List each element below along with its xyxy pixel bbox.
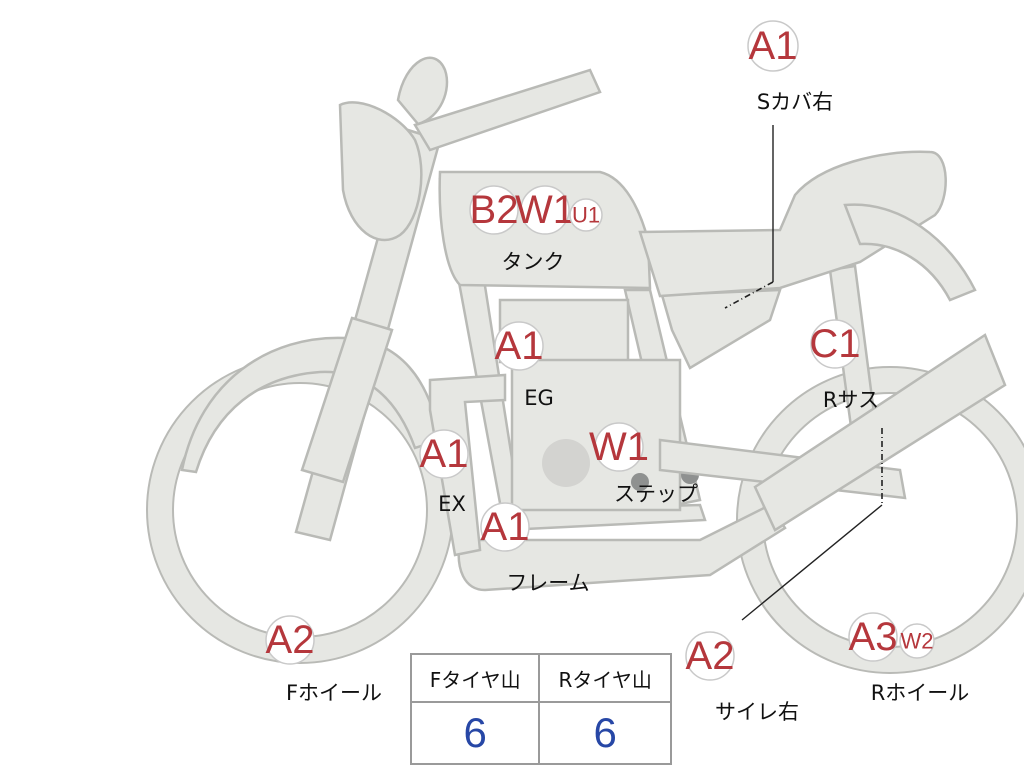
badge-tank-u1: U1	[569, 198, 603, 232]
badge-rear-wheel-a3: A3	[848, 612, 898, 662]
badge-frame-a1: A1	[480, 502, 530, 552]
label-tank: タンク	[501, 250, 565, 274]
label-frame: フレーム	[506, 571, 590, 595]
svg-text:C1: C1	[809, 322, 860, 366]
rear-fender-shape	[843, 203, 977, 302]
rear-tire-header: Rタイヤ山	[538, 653, 672, 703]
fork-outer-shape	[300, 316, 394, 484]
svg-text:B2: B2	[470, 188, 519, 232]
muffler-shape	[753, 333, 1007, 532]
handlebar-shape	[413, 68, 602, 152]
tire-tread-table: Fタイヤ山 Rタイヤ山 6 6	[409, 653, 672, 765]
badge-engine-a1: A1	[494, 321, 544, 371]
label-front-wheel: Fホイール	[285, 681, 383, 705]
rear-tire-value: 6	[538, 701, 672, 765]
label-side-stand-right: サイレ右	[715, 700, 799, 724]
badge-step-w1: W1	[589, 422, 649, 472]
leader-side-stand	[741, 504, 883, 621]
svg-text:W1: W1	[515, 188, 575, 232]
label-rear-wheel: Rホイール	[870, 681, 970, 705]
leader-s-cover-dash	[724, 281, 774, 309]
table-header-row: Fタイヤ山 Rタイヤ山	[409, 653, 672, 703]
badge-side-stand-a2: A2	[685, 631, 735, 681]
label-exhaust: EX	[438, 492, 466, 516]
svg-text:A2: A2	[266, 618, 315, 662]
label-s-cover-right: Sカバ右	[756, 90, 834, 114]
seat-shape	[638, 150, 947, 298]
badge-rear-suspension-c1: C1	[809, 319, 861, 369]
badge-tank-b2: B2	[469, 185, 519, 235]
svg-text:A2: A2	[686, 634, 735, 678]
badge-s-cover-a1: A1	[747, 20, 799, 72]
svg-text:A1: A1	[481, 505, 530, 549]
svg-text:U1: U1	[572, 203, 600, 228]
front-tire-value: 6	[409, 701, 541, 765]
label-rear-suspension: Rサス	[822, 388, 880, 412]
svg-text:A1: A1	[420, 432, 469, 476]
label-step: ステップ	[614, 482, 698, 506]
badge-tank-w1: W1	[515, 185, 575, 235]
engine-cover-shape	[542, 439, 590, 487]
badge-front-wheel-a2: A2	[265, 615, 315, 665]
mirror-shape	[396, 56, 449, 126]
front-tire-header: Fタイヤ山	[409, 653, 541, 703]
svg-text:W1: W1	[589, 425, 649, 469]
engine-block-shape	[510, 358, 682, 512]
svg-text:A1: A1	[749, 24, 798, 68]
svg-text:A3: A3	[849, 615, 898, 659]
badge-rear-wheel-w2: W2	[899, 623, 935, 659]
side-cover-shape	[660, 288, 782, 370]
step-peg-shape	[631, 473, 649, 491]
badge-exhaust-a1: A1	[419, 429, 469, 479]
headlight-shape	[338, 101, 423, 242]
table-value-row: 6 6	[409, 701, 672, 765]
svg-text:A1: A1	[495, 324, 544, 368]
label-engine: EG	[524, 386, 554, 410]
svg-text:W2: W2	[901, 629, 934, 654]
